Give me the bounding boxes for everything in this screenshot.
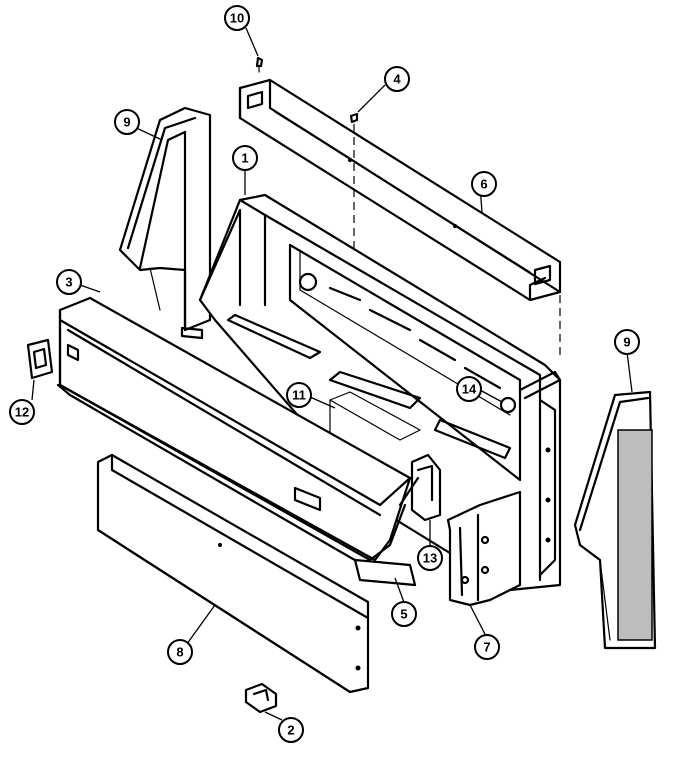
callout-3: 3 — [56, 269, 82, 295]
part-6-top-channel — [238, 78, 562, 302]
callout-12: 12 — [9, 399, 35, 425]
part-8-lower-trim-panel — [96, 453, 370, 694]
callout-10-label: 10 — [230, 11, 244, 26]
callout-13-label: 13 — [423, 551, 437, 566]
callout-9-right-label: 9 — [623, 335, 630, 350]
part-12-switch — [26, 338, 54, 380]
callout-6-label: 6 — [480, 177, 487, 192]
part-3-front-panel — [56, 296, 420, 572]
callout-1: 1 — [232, 145, 258, 171]
callout-4-label: 4 — [393, 72, 401, 87]
callout-9-left-label: 9 — [123, 115, 130, 130]
callout-12-label: 12 — [15, 405, 29, 420]
callout-2-label: 2 — [287, 723, 294, 738]
part-4-screw — [349, 112, 359, 268]
callout-3-label: 3 — [65, 275, 72, 290]
part-9-right-end-cap — [573, 390, 657, 650]
callout-1-label: 1 — [241, 151, 248, 166]
callout-7: 7 — [474, 634, 500, 660]
part-10-screw — [255, 56, 264, 73]
callout-8-label: 8 — [176, 645, 183, 660]
callout-13: 13 — [417, 545, 443, 571]
callout-14: 14 — [456, 376, 482, 402]
callout-9-right: 9 — [614, 329, 640, 355]
callout-11-label: 11 — [292, 388, 306, 403]
part-9-left-end-cap — [118, 106, 212, 340]
callout-14-label: 14 — [462, 382, 477, 397]
part-7-bracket — [446, 490, 522, 607]
callout-2: 2 — [278, 717, 304, 743]
part-13-clip — [410, 453, 442, 522]
callout-5-label: 5 — [400, 607, 407, 622]
callout-7-label: 7 — [483, 640, 490, 655]
callout-11: 11 — [286, 382, 312, 408]
callout-10: 10 — [224, 5, 250, 31]
leader-lines — [31, 27, 633, 721]
part-5-strip — [353, 558, 417, 587]
callout-6: 6 — [471, 171, 497, 197]
callout-9-left: 9 — [114, 109, 140, 135]
part-2-clip — [244, 682, 278, 714]
callout-5: 5 — [391, 601, 417, 627]
callout-4: 4 — [384, 66, 410, 92]
callout-8: 8 — [167, 639, 193, 665]
